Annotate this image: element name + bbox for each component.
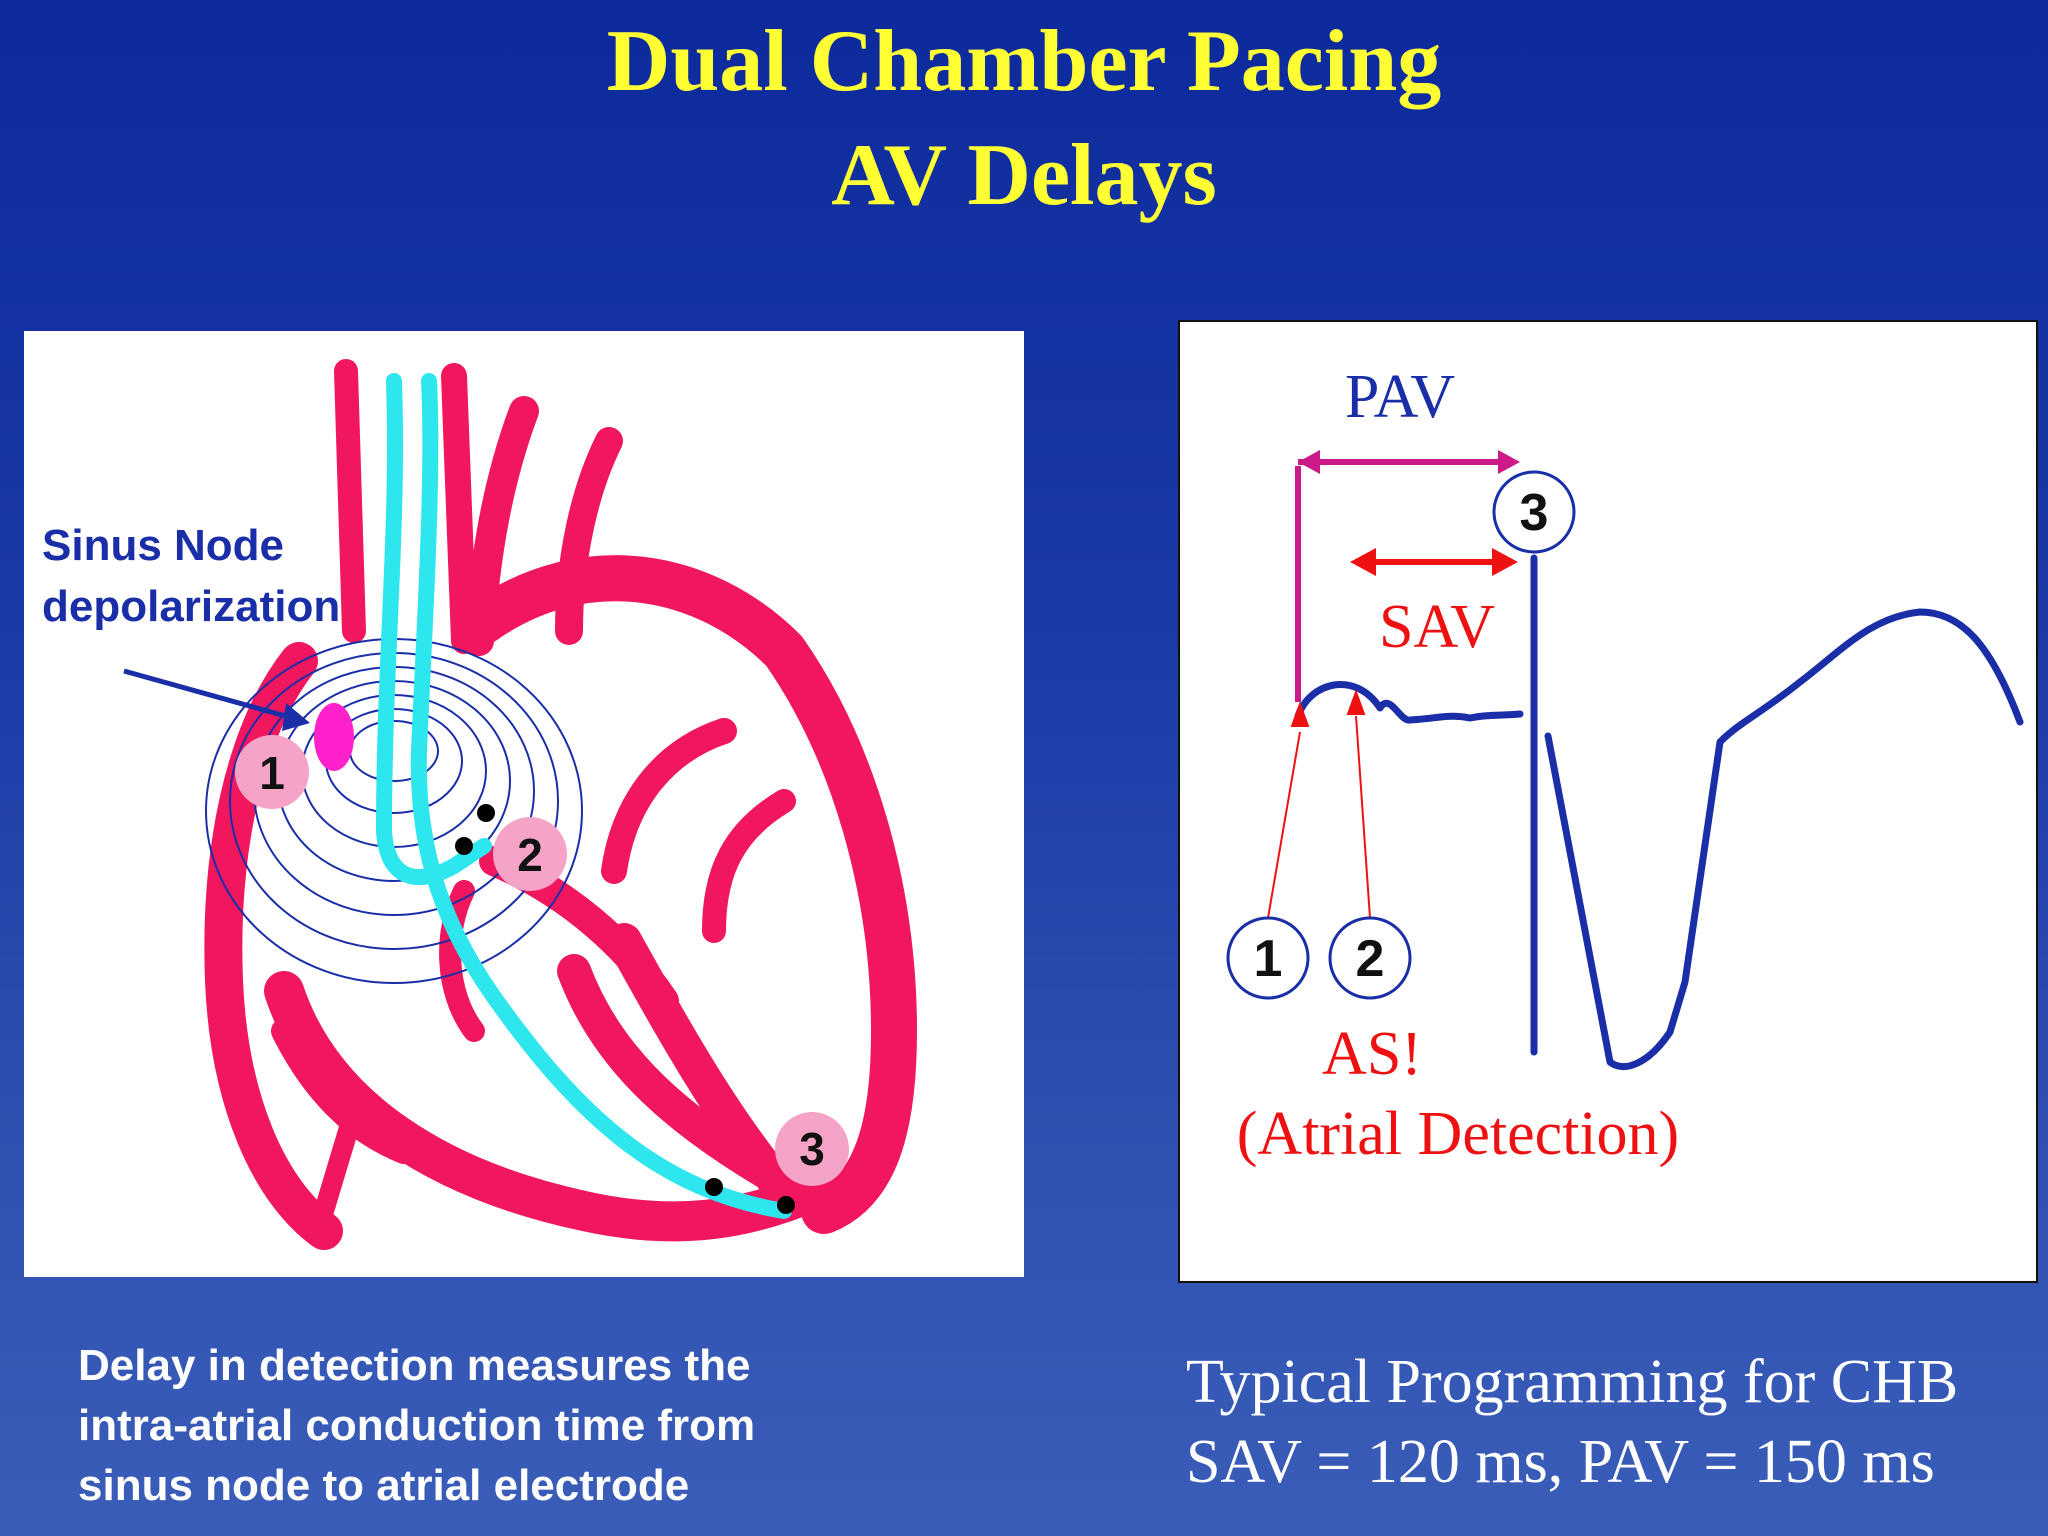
slide-title-line1: Dual Chamber Pacing bbox=[606, 13, 1442, 110]
electrodes bbox=[455, 804, 795, 1214]
sinus-node-label-line1: Sinus Node bbox=[42, 521, 284, 570]
pacing-leads bbox=[375, 373, 792, 1219]
timing-marker-3: 3 bbox=[1492, 470, 1576, 554]
sinus-node-label-line2: depolarization bbox=[42, 582, 340, 631]
as-label: AS! bbox=[1322, 1020, 1422, 1088]
timing-illustration: PAV SAV 3 1 bbox=[1226, 363, 2024, 1168]
left-caption-line: intra-atrial conduction time from bbox=[78, 1401, 756, 1450]
svg-text:2: 2 bbox=[1356, 930, 1385, 988]
pav-arrow-left bbox=[1298, 450, 1320, 474]
sav-arrow bbox=[1350, 548, 1518, 576]
sinus-node bbox=[314, 703, 354, 771]
left-caption-line: Delay in detection measures the bbox=[78, 1341, 751, 1390]
heart-illustration: 1 2 3 Sinus Node depolarization bbox=[42, 359, 917, 1250]
heart-body bbox=[204, 359, 917, 1250]
sinus-node-arrow bbox=[123, 668, 310, 731]
heart-marker-1: 1 bbox=[235, 735, 309, 809]
timing-marker-2: 2 bbox=[1328, 916, 1412, 1000]
pav-arrow-right bbox=[1498, 450, 1520, 474]
right-caption-line: Typical Programming for CHB bbox=[1186, 1348, 1959, 1416]
slide-title-line2: AV Delays bbox=[831, 127, 1217, 224]
detection-pointers bbox=[1267, 689, 1371, 919]
ecg-trace bbox=[1294, 554, 2024, 1070]
atrial-detection-label: (Atrial Detection) bbox=[1237, 1100, 1679, 1168]
svg-text:1: 1 bbox=[259, 747, 285, 799]
left-caption-line: sinus node to atrial electrode bbox=[78, 1461, 690, 1510]
svg-text:2: 2 bbox=[517, 829, 543, 881]
heart-marker-3: 3 bbox=[775, 1112, 849, 1186]
sav-label: SAV bbox=[1379, 593, 1495, 661]
svg-text:3: 3 bbox=[1520, 484, 1549, 542]
heart-diagram-panel: 1 2 3 Sinus Node depolarization bbox=[24, 331, 1024, 1277]
pav-label: PAV bbox=[1345, 363, 1456, 431]
timing-diagram-panel: PAV SAV 3 1 bbox=[1178, 320, 2038, 1283]
left-caption: Delay in detection measures the intra-at… bbox=[78, 1336, 938, 1516]
pav-bracket bbox=[1295, 459, 1510, 702]
heart-marker-2: 2 bbox=[493, 817, 567, 891]
timing-marker-1: 1 bbox=[1226, 916, 1310, 1000]
right-caption-line: SAV = 120 ms, PAV = 150 ms bbox=[1186, 1428, 1935, 1496]
svg-text:3: 3 bbox=[799, 1123, 825, 1175]
svg-text:1: 1 bbox=[1254, 930, 1283, 988]
right-caption: Typical Programming for CHB SAV = 120 ms… bbox=[1186, 1342, 2046, 1502]
